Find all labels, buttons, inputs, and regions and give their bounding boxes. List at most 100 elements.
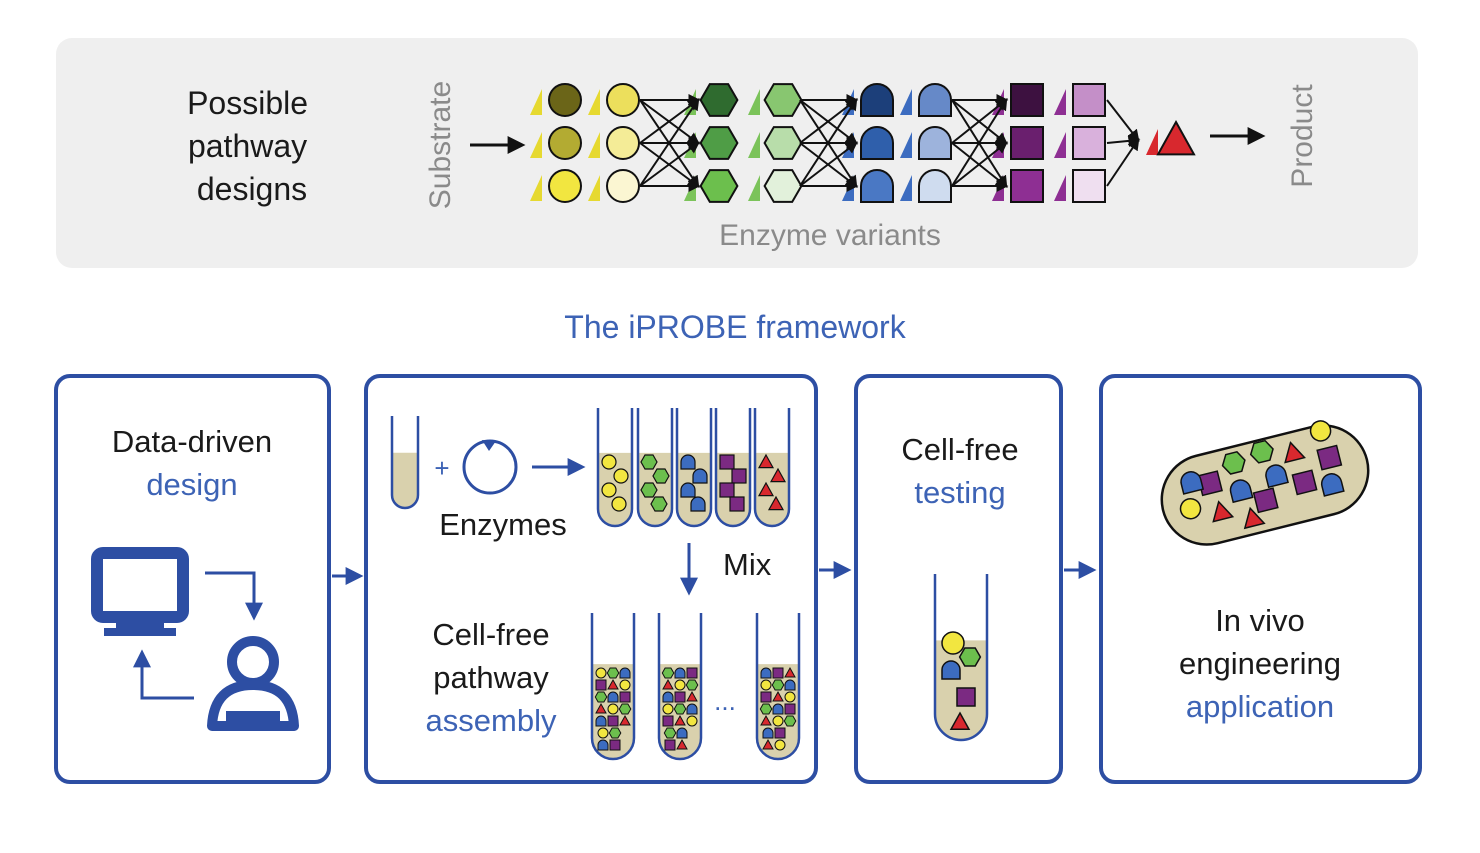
- tube-enzyme: [652, 468, 670, 484]
- cofactor-wedge: [530, 132, 542, 158]
- enzyme-tube: [636, 408, 674, 528]
- mixed-enzyme: [774, 739, 786, 751]
- tube-outline: [933, 574, 989, 742]
- cycle-arrow-up: [133, 649, 194, 700]
- variant-connection-arrow: [639, 141, 700, 187]
- enzyme-variant: [763, 126, 803, 160]
- converge-arrow: [1106, 138, 1140, 187]
- mixed-enzyme: [673, 703, 687, 715]
- enzyme-variant: [606, 169, 640, 203]
- enzyme-tube: [596, 408, 634, 528]
- mixed-enzyme: [762, 738, 774, 750]
- cell-enzyme: [1291, 469, 1318, 496]
- mixed-enzyme: [597, 727, 609, 739]
- tube-enzyme: [949, 711, 971, 730]
- enzyme-variant: [763, 83, 803, 117]
- mixed-enzyme: [595, 667, 607, 679]
- tube-outline: [636, 408, 674, 528]
- mixed-enzyme: [595, 702, 607, 714]
- cofactor-wedge: [530, 175, 542, 201]
- tube-enzyme: [757, 481, 775, 497]
- enzyme-variant: [699, 169, 739, 203]
- cofactor-wedge: [530, 89, 542, 115]
- cycle-arrow-down: [205, 571, 263, 621]
- user-icon: [207, 636, 299, 731]
- cofactor-wedge: [588, 175, 600, 201]
- cell-enzyme: [1229, 479, 1254, 504]
- mixed-enzyme: [685, 679, 699, 691]
- converge-arrow: [1106, 99, 1140, 142]
- plasmid-icon: [462, 439, 518, 495]
- mixed-enzyme: [760, 679, 772, 691]
- mixed-enzyme: [662, 715, 674, 727]
- tube-outline: [657, 613, 703, 761]
- product-enzyme: [1156, 119, 1196, 156]
- cofactor-wedge: [1146, 129, 1158, 155]
- tube-outline: [675, 408, 713, 528]
- enzyme-tube: [675, 408, 713, 528]
- plus-sign: +: [434, 453, 449, 483]
- cell-enzyme: [1249, 439, 1274, 464]
- cell-enzyme: [1212, 500, 1235, 523]
- mixed-enzyme: [686, 703, 698, 715]
- tube-enzyme: [719, 454, 735, 470]
- tube-enzyme: [941, 631, 965, 655]
- cofactor-wedge: [588, 89, 600, 115]
- cell-enzyme: [1316, 444, 1343, 471]
- variant-connection-arrow: [639, 98, 700, 187]
- tube-enzyme: [680, 482, 696, 498]
- framework-title: The iPROBE framework: [564, 309, 906, 345]
- enzyme-variant: [918, 126, 952, 160]
- tube-enzyme: [941, 660, 961, 680]
- assembly-panel: + Enzymes Mix Cell-free pathway assembly…: [364, 374, 818, 784]
- mixed-enzyme: [608, 727, 622, 739]
- enzyme-variant-grid: [530, 83, 1196, 203]
- cofactor-wedge: [900, 89, 912, 115]
- mixed-enzyme: [607, 691, 619, 703]
- mixed-enzyme: [783, 715, 797, 727]
- mixed-enzyme: [676, 738, 688, 750]
- mixed-enzyme: [606, 667, 620, 679]
- tube-outline: [755, 613, 801, 761]
- cell-enzyme: [1309, 420, 1332, 442]
- tube-enzyme: [692, 468, 708, 484]
- tube-enzyme: [640, 482, 658, 498]
- mixed-enzyme: [619, 691, 631, 703]
- cell-enzyme: [1284, 441, 1306, 464]
- substrate-label: Substrate: [424, 81, 457, 209]
- mixed-enzyme: [771, 679, 785, 691]
- mixed-tubes-ellipsis: ...: [714, 686, 736, 716]
- tube-outline: [714, 408, 752, 528]
- mixed-enzyme: [619, 679, 631, 691]
- mixed-enzyme: [784, 666, 796, 678]
- enzyme-variant: [699, 83, 739, 117]
- mixed-enzyme: [594, 691, 608, 703]
- testing-line-1: Cell-free: [901, 432, 1018, 467]
- mixed-enzyme: [595, 715, 607, 727]
- cofactor-wedge: [900, 175, 912, 201]
- enzyme-variant: [699, 126, 739, 160]
- design-panel: Data-driven design: [54, 374, 331, 784]
- mixed-enzyme: [760, 691, 772, 703]
- mixed-enzyme: [762, 727, 774, 739]
- enzyme-tube: [753, 408, 791, 528]
- tube-enzyme: [650, 496, 668, 512]
- tube-liquid: [392, 452, 418, 508]
- tube-enzyme: [640, 454, 658, 470]
- tube-outline: [590, 613, 636, 761]
- cell-enzyme: [1243, 506, 1266, 530]
- enzyme-variant: [860, 83, 894, 117]
- cell-body: [1160, 420, 1370, 546]
- variant-connection-arrow: [951, 141, 1008, 187]
- enzyme-variant: [763, 169, 803, 203]
- testing-tube-icon: [933, 574, 989, 742]
- tube-enzyme: [956, 687, 976, 707]
- mixed-enzyme: [774, 727, 786, 739]
- mixed-enzyme: [607, 678, 619, 690]
- cell-membrane: [1160, 424, 1370, 546]
- enzyme-variant: [1010, 126, 1044, 160]
- enzymes-label: Enzymes: [439, 507, 566, 542]
- cofactor-wedge: [900, 132, 912, 158]
- mixed-enzyme: [619, 714, 631, 726]
- application-line-1: In vivo: [1215, 603, 1305, 638]
